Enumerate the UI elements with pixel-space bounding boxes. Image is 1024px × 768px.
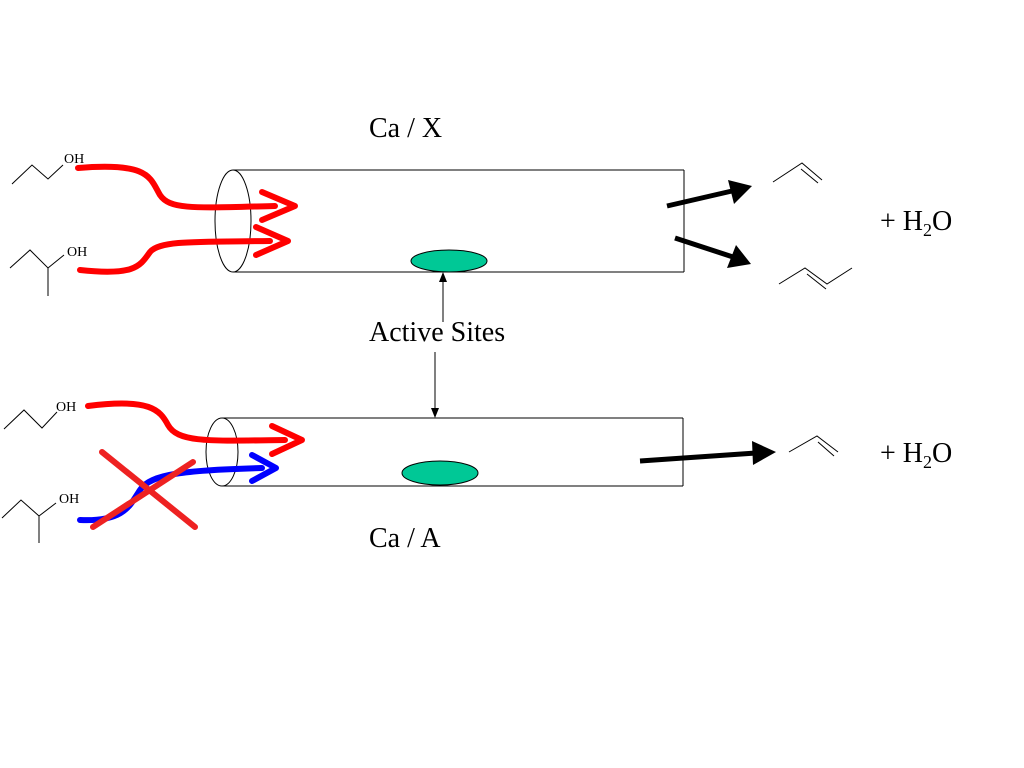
top-channel-title: Ca / X <box>369 113 443 144</box>
active-sites-connector <box>431 272 447 418</box>
bottom-channel-title: Ca / A <box>369 523 441 554</box>
isopropanol-structure-bottom <box>1 499 57 543</box>
bottom-channel-opening <box>205 417 239 487</box>
top-product-arrow-1 <box>666 180 752 209</box>
top-inflow-arrow-1 <box>75 163 298 223</box>
active-sites-label: Active Sites <box>369 317 506 348</box>
top-water-product: + H2O <box>880 206 953 240</box>
top-channel-opening <box>214 169 252 273</box>
top-channel <box>214 169 685 273</box>
propene-structure-top <box>772 162 823 184</box>
top-active-site <box>410 249 488 273</box>
propanol-structure-top <box>11 164 64 185</box>
bottom-inflow-arrow <box>85 400 305 457</box>
bottom-reactant-2-oh: OH <box>59 492 80 507</box>
propene-structure-bottom <box>788 435 839 457</box>
bottom-water-product: + H2O <box>880 438 953 472</box>
top-reactant-2-oh: OH <box>67 245 88 260</box>
butene-structure-top <box>778 267 853 290</box>
top-product-arrow-2 <box>674 235 751 268</box>
top-inflow-arrow-2 <box>77 224 291 275</box>
propanol-structure-bottom <box>3 409 58 430</box>
bottom-channel <box>205 417 684 487</box>
bottom-active-site <box>401 460 479 486</box>
bottom-reactant-1-oh: OH <box>56 400 77 415</box>
top-reactant-1-oh: OH <box>64 152 85 167</box>
blocked-cross-mark <box>90 449 198 530</box>
bottom-product-arrow <box>639 441 776 465</box>
isopropanol-structure-top <box>9 249 65 296</box>
